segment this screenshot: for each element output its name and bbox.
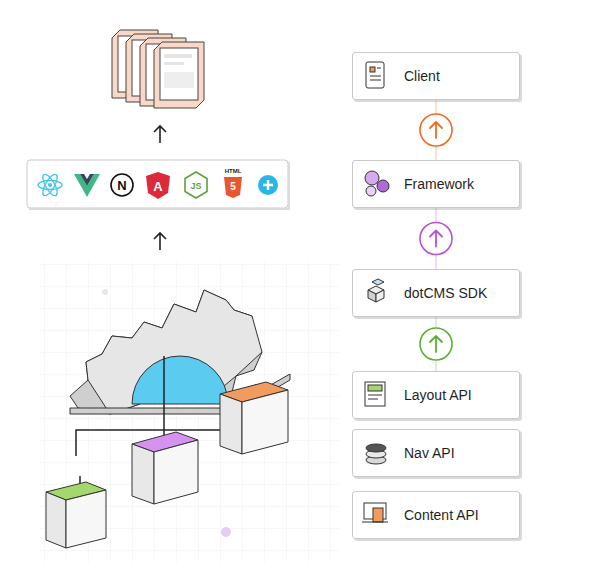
logo-letter: HTML [225, 168, 242, 174]
framework-box: Framework [352, 160, 520, 208]
grid-dot [221, 527, 231, 537]
flow-connector [420, 317, 452, 371]
arrow-badge [420, 328, 452, 360]
flow-connector [420, 100, 452, 160]
arrow-badge [420, 114, 452, 146]
page-stack [112, 30, 204, 108]
node-logo [185, 172, 207, 198]
gear-illustration [70, 290, 290, 414]
api-box: Content API [352, 491, 520, 539]
api-box: Layout API [352, 371, 520, 419]
next-logo [111, 174, 133, 196]
module-block [132, 432, 198, 504]
sdk-box: dotCMS SDK [352, 269, 520, 317]
vue-logo [74, 174, 100, 197]
arrow-badge [420, 223, 452, 255]
grid-dot [102, 289, 108, 295]
arrow-glyph [430, 336, 442, 352]
box-label: Client [404, 68, 440, 84]
logo-letter: 5 [230, 182, 236, 192]
react-logo [38, 172, 62, 197]
angular-logo [146, 172, 170, 199]
more-logo [258, 175, 278, 195]
box-label: Framework [404, 176, 474, 192]
logo-letter: N [117, 179, 126, 192]
arrow-glyph [430, 122, 442, 138]
logo-letter: JS [190, 182, 201, 191]
strip-shadow [29, 162, 289, 209]
api-box: Nav API [352, 429, 520, 477]
box-label: Content API [404, 507, 479, 523]
framework-logo-strip [27, 160, 288, 208]
box-label: Layout API [404, 387, 472, 403]
client-box: Client [352, 52, 520, 100]
logo-letter: A [153, 180, 162, 193]
module-block [46, 482, 106, 548]
module-block [220, 382, 288, 454]
box-label: dotCMS SDK [404, 285, 487, 301]
box-label: Nav API [404, 445, 455, 461]
arrow-glyph [430, 231, 442, 247]
grid-background [40, 262, 340, 562]
html5-logo [224, 177, 242, 198]
flow-connector [420, 208, 452, 269]
